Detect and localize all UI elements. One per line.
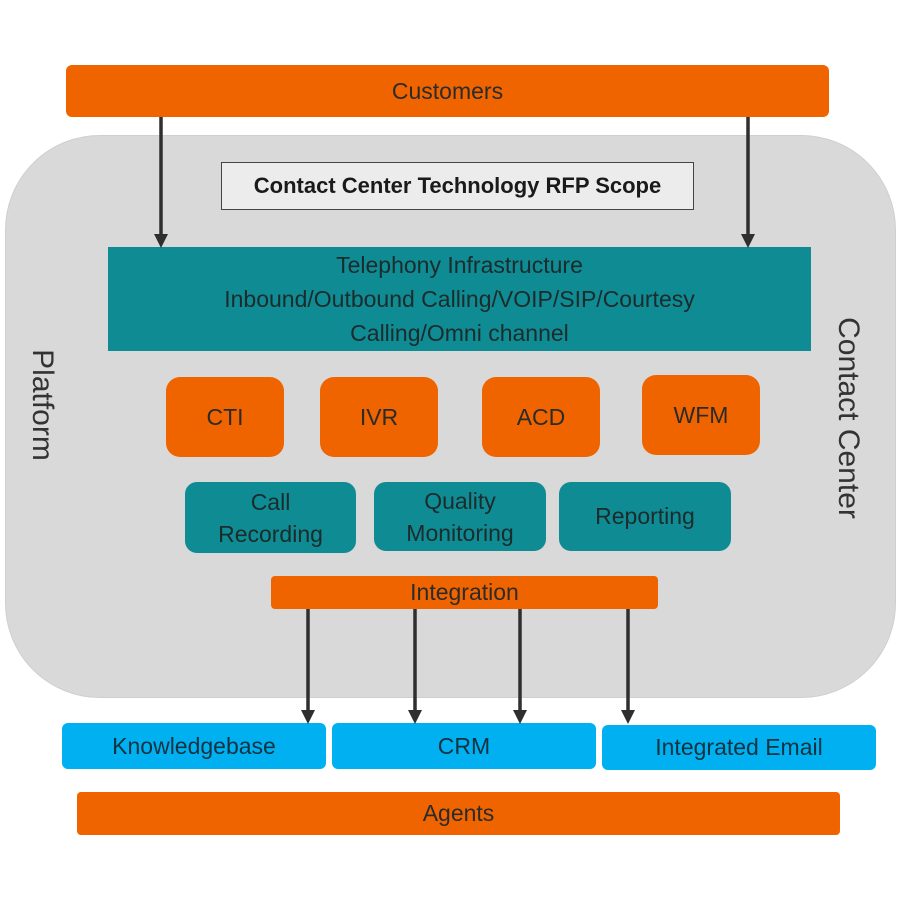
module-acd: ACD bbox=[482, 377, 600, 457]
agents-bar: Agents bbox=[77, 792, 840, 835]
quality-monitoring-box: Quality Monitoring bbox=[374, 482, 546, 551]
telephony-line-3: Calling/Omni channel bbox=[350, 320, 569, 346]
call-recording-line-1: Call bbox=[250, 488, 291, 515]
reporting-box: Reporting bbox=[559, 482, 731, 551]
integrated-email-label: Integrated Email bbox=[655, 734, 823, 760]
reporting-label: Reporting bbox=[595, 503, 695, 529]
knowledgebase-box: Knowledgebase bbox=[62, 723, 326, 769]
module-cti: CTI bbox=[166, 377, 284, 457]
crm-label: CRM bbox=[437, 732, 491, 759]
customers-bar: Customers bbox=[66, 65, 829, 117]
quality-monitoring-line-1: Quality bbox=[424, 487, 496, 514]
knowledgebase-label: Knowledgebase bbox=[112, 732, 276, 759]
telephony-line-2: Inbound/Outbound Calling/VOIP/SIP/Courte… bbox=[224, 286, 695, 312]
scope-title: Contact Center Technology RFP Scope bbox=[253, 173, 662, 198]
module-wfm: WFM bbox=[642, 375, 760, 455]
integration-bar: Integration bbox=[271, 576, 658, 609]
crm-box: CRM bbox=[332, 723, 596, 769]
module-ivr-label: IVR bbox=[359, 403, 399, 430]
module-wfm-label: WFM bbox=[673, 401, 729, 428]
call-recording-line-2: Recording bbox=[218, 520, 323, 547]
quality-monitoring-line-2: Monitoring bbox=[406, 519, 514, 546]
customers-label: Customers bbox=[391, 77, 504, 104]
telephony-line-1: Telephony Infrastructure bbox=[336, 252, 583, 278]
call-recording-box: Call Recording bbox=[185, 482, 356, 553]
module-cti-label: CTI bbox=[206, 403, 244, 430]
module-acd-label: ACD bbox=[516, 403, 566, 430]
module-ivr: IVR bbox=[320, 377, 438, 457]
integrated-email-box: Integrated Email bbox=[602, 725, 876, 770]
integration-label: Integration bbox=[410, 579, 519, 605]
scope-title-box: Contact Center Technology RFP Scope bbox=[221, 162, 694, 210]
telephony-infrastructure-box: Telephony Infrastructure Inbound/Outboun… bbox=[108, 247, 811, 351]
agents-label: Agents bbox=[422, 800, 495, 826]
